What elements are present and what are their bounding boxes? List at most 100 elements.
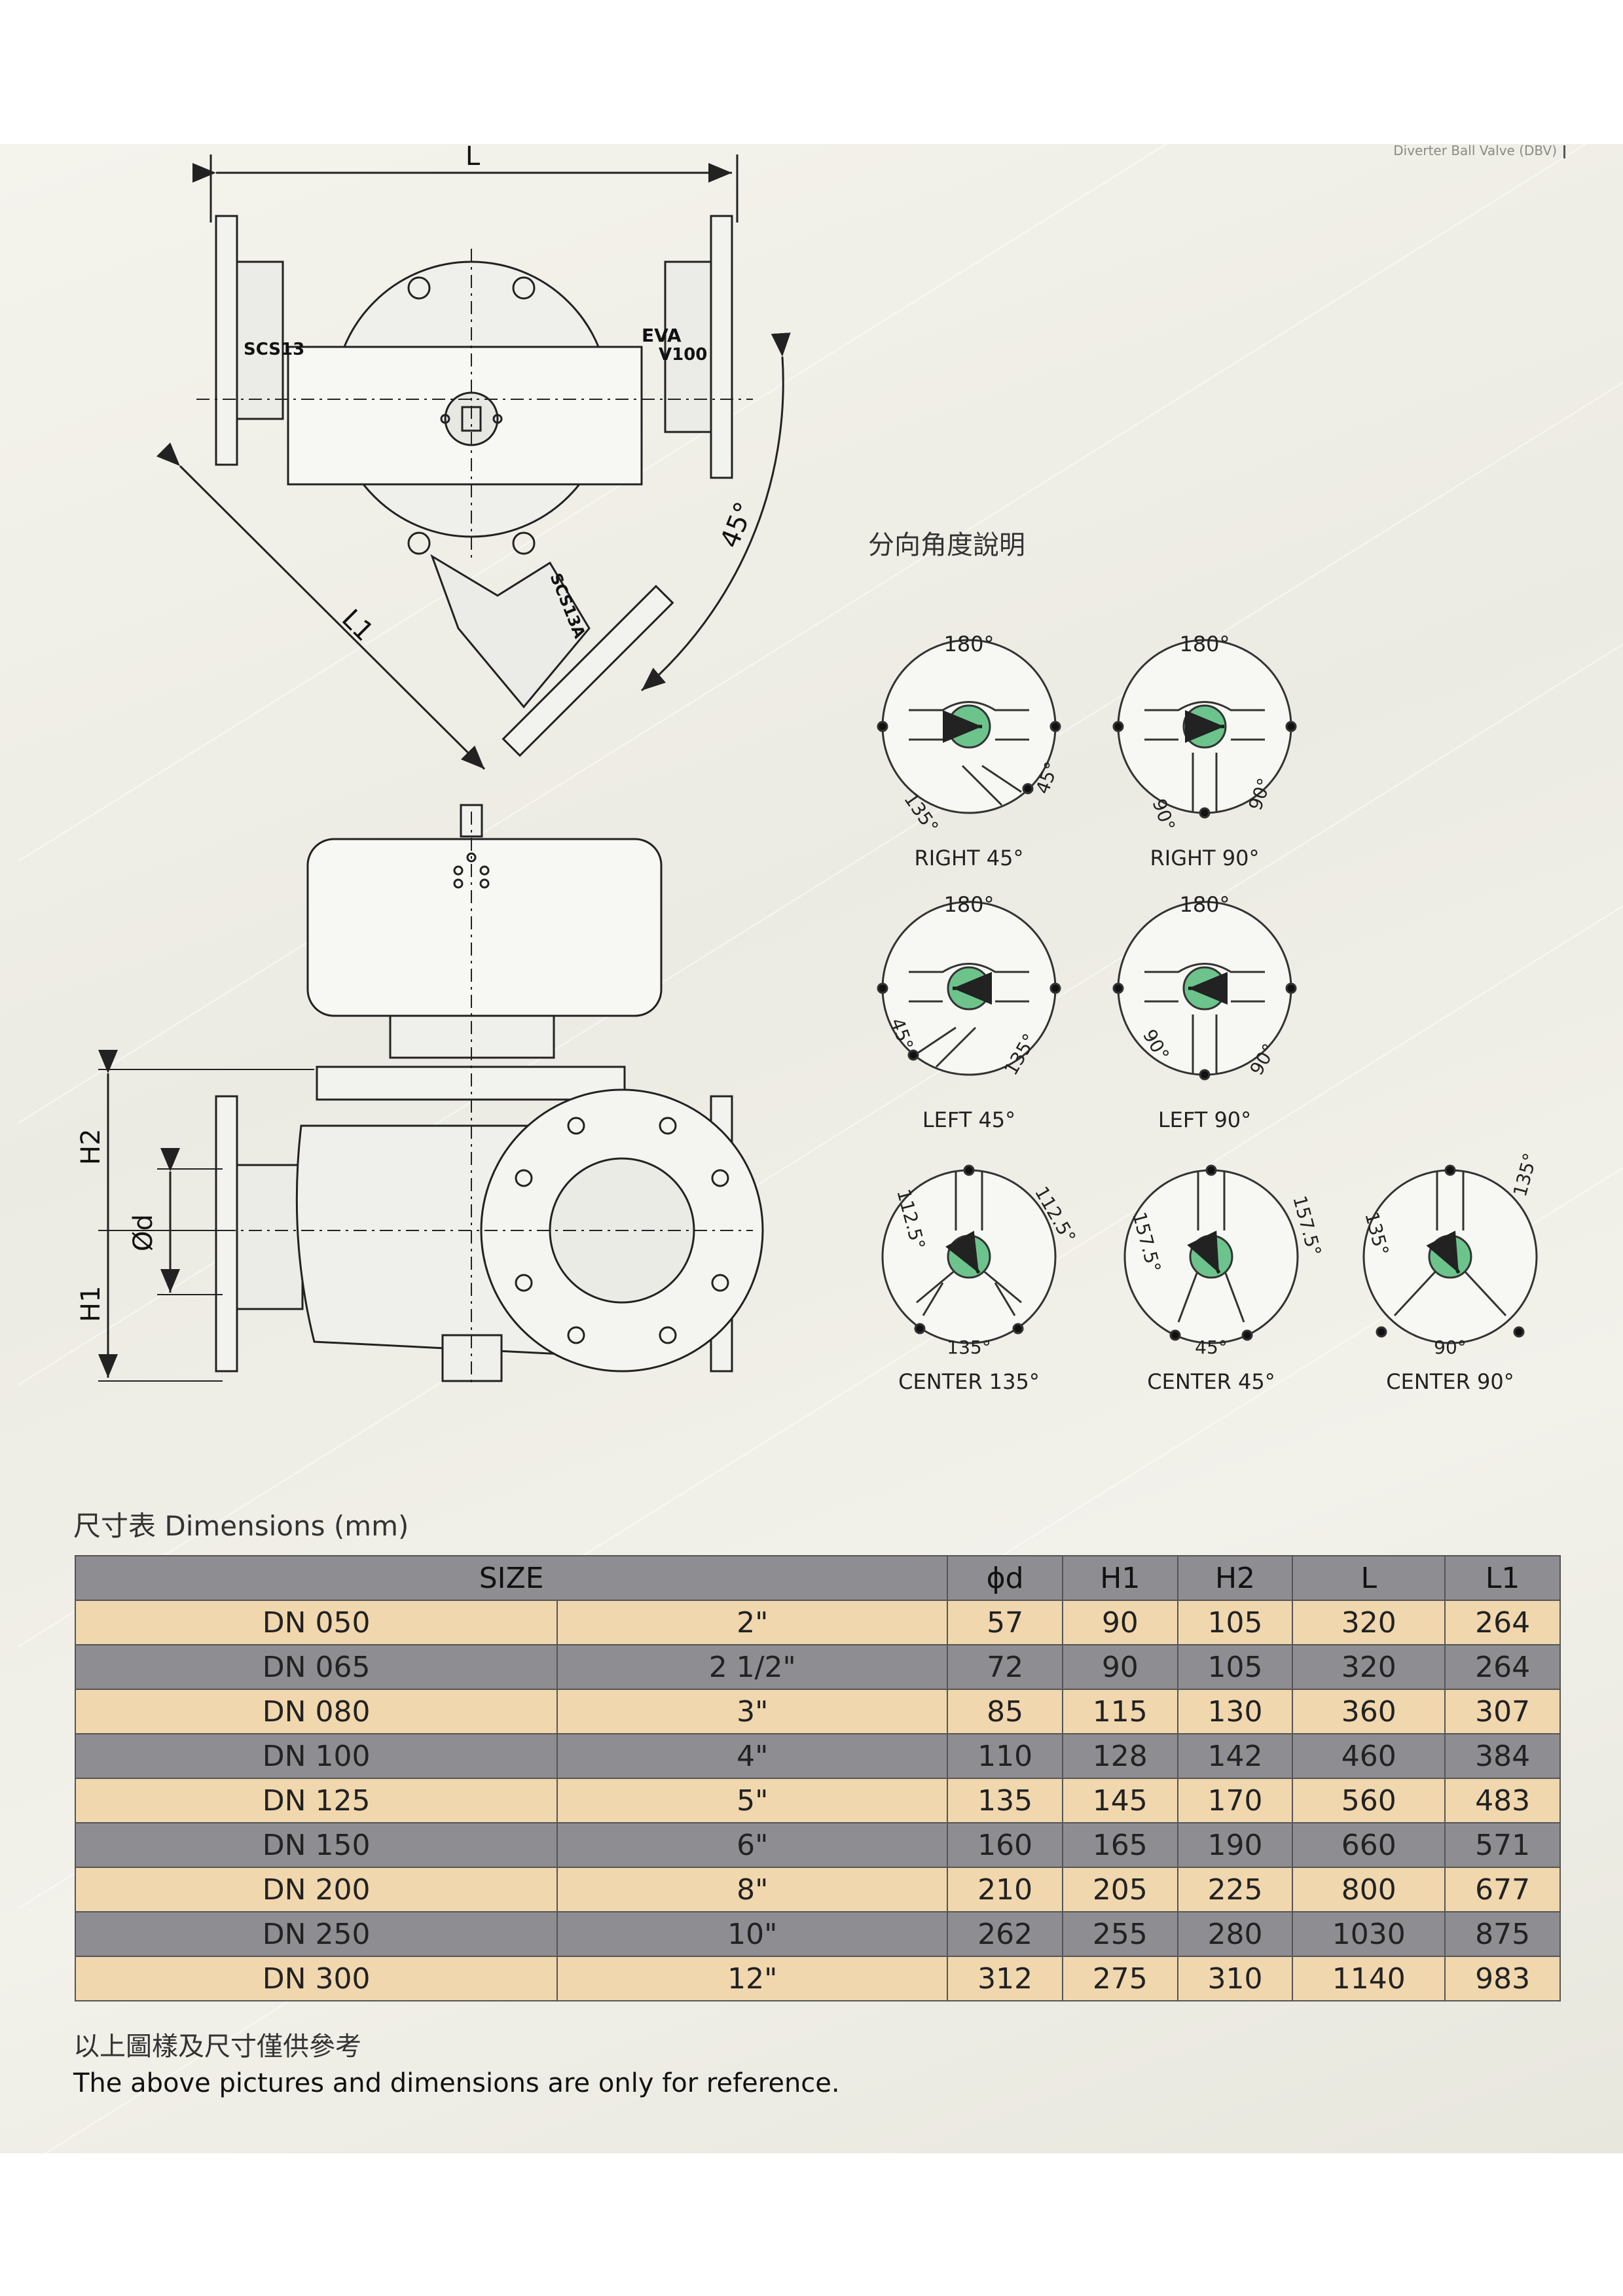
table-cell: 2" — [556, 1600, 949, 1645]
table-cell: 6" — [556, 1822, 949, 1868]
d3-caption: LEFT 45° — [922, 1107, 1015, 1132]
table-cell: 320 — [1292, 1644, 1446, 1690]
table-cell: 8" — [556, 1867, 949, 1912]
table-cell: 12" — [556, 1956, 949, 2001]
table-cell: 85 — [947, 1689, 1063, 1734]
table-cell: 262 — [947, 1911, 1063, 1957]
table-cell: 264 — [1444, 1644, 1561, 1690]
header-l: L — [1292, 1555, 1446, 1601]
d1-top: 180° — [943, 632, 994, 656]
table-cell: 57 — [947, 1600, 1063, 1645]
dimensions-title: 尺寸表 Dimensions (mm) — [73, 1510, 409, 1542]
diagram-center-45 — [1123, 1164, 1299, 1344]
note-english: The above pictures and dimensions are on… — [73, 2068, 840, 2098]
table-header-row: SIZE ϕd H1 H2 L L1 — [74, 1555, 1561, 1601]
dim-H2-label: H2 — [76, 1128, 106, 1165]
technical-drawing: L SCS13 EVA V100 SCS13A L1 45° H2 Ød H1 — [76, 141, 1541, 1394]
table-cell: 255 — [1061, 1911, 1178, 1957]
table-cell: 875 — [1444, 1911, 1561, 1957]
diagram-section-title: 分向角度說明 — [868, 530, 1025, 560]
table-cell: 307 — [1444, 1689, 1561, 1734]
diagram-right-90 — [1112, 639, 1297, 819]
table-cell: 320 — [1292, 1600, 1446, 1645]
table-cell: 1140 — [1292, 1956, 1446, 2001]
table-cell: 275 — [1061, 1956, 1178, 2001]
table-cell: 160 — [947, 1822, 1063, 1868]
diagram-left-45 — [877, 901, 1061, 1076]
header-h2: H2 — [1176, 1555, 1294, 1601]
table-cell: DN 100 — [74, 1733, 558, 1779]
diagram-center-135 — [881, 1164, 1057, 1344]
table-cell: 145 — [1061, 1778, 1178, 1823]
d7-b: 135° — [1509, 1151, 1541, 1199]
table-cell: 165 — [1061, 1822, 1178, 1868]
table-cell: DN 150 — [74, 1822, 558, 1868]
header-size: SIZE — [74, 1555, 949, 1601]
d3-top: 180° — [943, 892, 994, 917]
table-cell: DN 065 — [74, 1644, 558, 1690]
d4-top: 180° — [1179, 892, 1230, 917]
table-cell: DN 050 — [74, 1600, 558, 1645]
table-cell: 205 — [1061, 1867, 1178, 1912]
diagram-left-90 — [1112, 901, 1297, 1081]
table-cell: 312 — [947, 1956, 1063, 2001]
table-cell: 105 — [1176, 1600, 1294, 1645]
diagram-right-45 — [877, 639, 1061, 814]
table-cell: 90 — [1061, 1600, 1178, 1645]
table-cell: 72 — [947, 1644, 1063, 1690]
dim-L1-label: L1 — [336, 604, 379, 647]
dim-L-label: L — [465, 141, 481, 171]
table-cell: 135 — [947, 1778, 1063, 1823]
table-cell: 483 — [1444, 1778, 1561, 1823]
table-cell: 660 — [1292, 1822, 1446, 1868]
table-cell: 571 — [1444, 1822, 1561, 1868]
table-cell: 983 — [1444, 1956, 1561, 2001]
d6-caption: CENTER 45° — [1147, 1369, 1275, 1394]
table-cell: DN 250 — [74, 1911, 558, 1957]
table-cell: 3" — [556, 1689, 949, 1734]
table-cell: 310 — [1176, 1956, 1294, 2001]
table-cell: 560 — [1292, 1778, 1446, 1823]
table-cell: 115 — [1061, 1689, 1178, 1734]
note-chinese: 以上圖樣及尺寸僅供參考 — [73, 2032, 361, 2062]
d6-c: 45° — [1195, 1336, 1228, 1358]
table-cell: 280 — [1176, 1911, 1294, 1957]
table-cell: 360 — [1292, 1689, 1446, 1734]
table-cell: 677 — [1444, 1867, 1561, 1912]
d7-caption: CENTER 90° — [1386, 1369, 1514, 1394]
d2-caption: RIGHT 90° — [1150, 846, 1260, 870]
d7-c: 90° — [1434, 1336, 1467, 1358]
table-cell: 4" — [556, 1733, 949, 1779]
table-cell: 5" — [556, 1778, 949, 1823]
header-h1: H1 — [1061, 1555, 1178, 1601]
d2-top: 180° — [1179, 632, 1230, 656]
header-l1: L1 — [1444, 1555, 1561, 1601]
mark-scs13: SCS13 — [244, 340, 304, 359]
table-cell: 90 — [1061, 1644, 1178, 1690]
mark-eva: EVA — [642, 325, 682, 346]
table-cell: 128 — [1061, 1733, 1178, 1779]
table-cell: 2 1/2" — [556, 1644, 949, 1690]
table-cell: DN 080 — [74, 1689, 558, 1734]
table-cell: 142 — [1176, 1733, 1294, 1779]
dim-d-label: Ød — [128, 1214, 158, 1251]
table-cell: 800 — [1292, 1867, 1446, 1912]
table-cell: 10" — [556, 1911, 949, 1957]
table-cell: 210 — [947, 1867, 1063, 1912]
diagram-center-90 — [1362, 1164, 1538, 1344]
table-cell: 105 — [1176, 1644, 1294, 1690]
d4-caption: LEFT 90° — [1158, 1107, 1251, 1132]
d5-c: 135° — [947, 1336, 991, 1358]
mark-v100: V100 — [659, 345, 707, 365]
table-cell: 264 — [1444, 1600, 1561, 1645]
d5-caption: CENTER 135° — [898, 1369, 1040, 1394]
